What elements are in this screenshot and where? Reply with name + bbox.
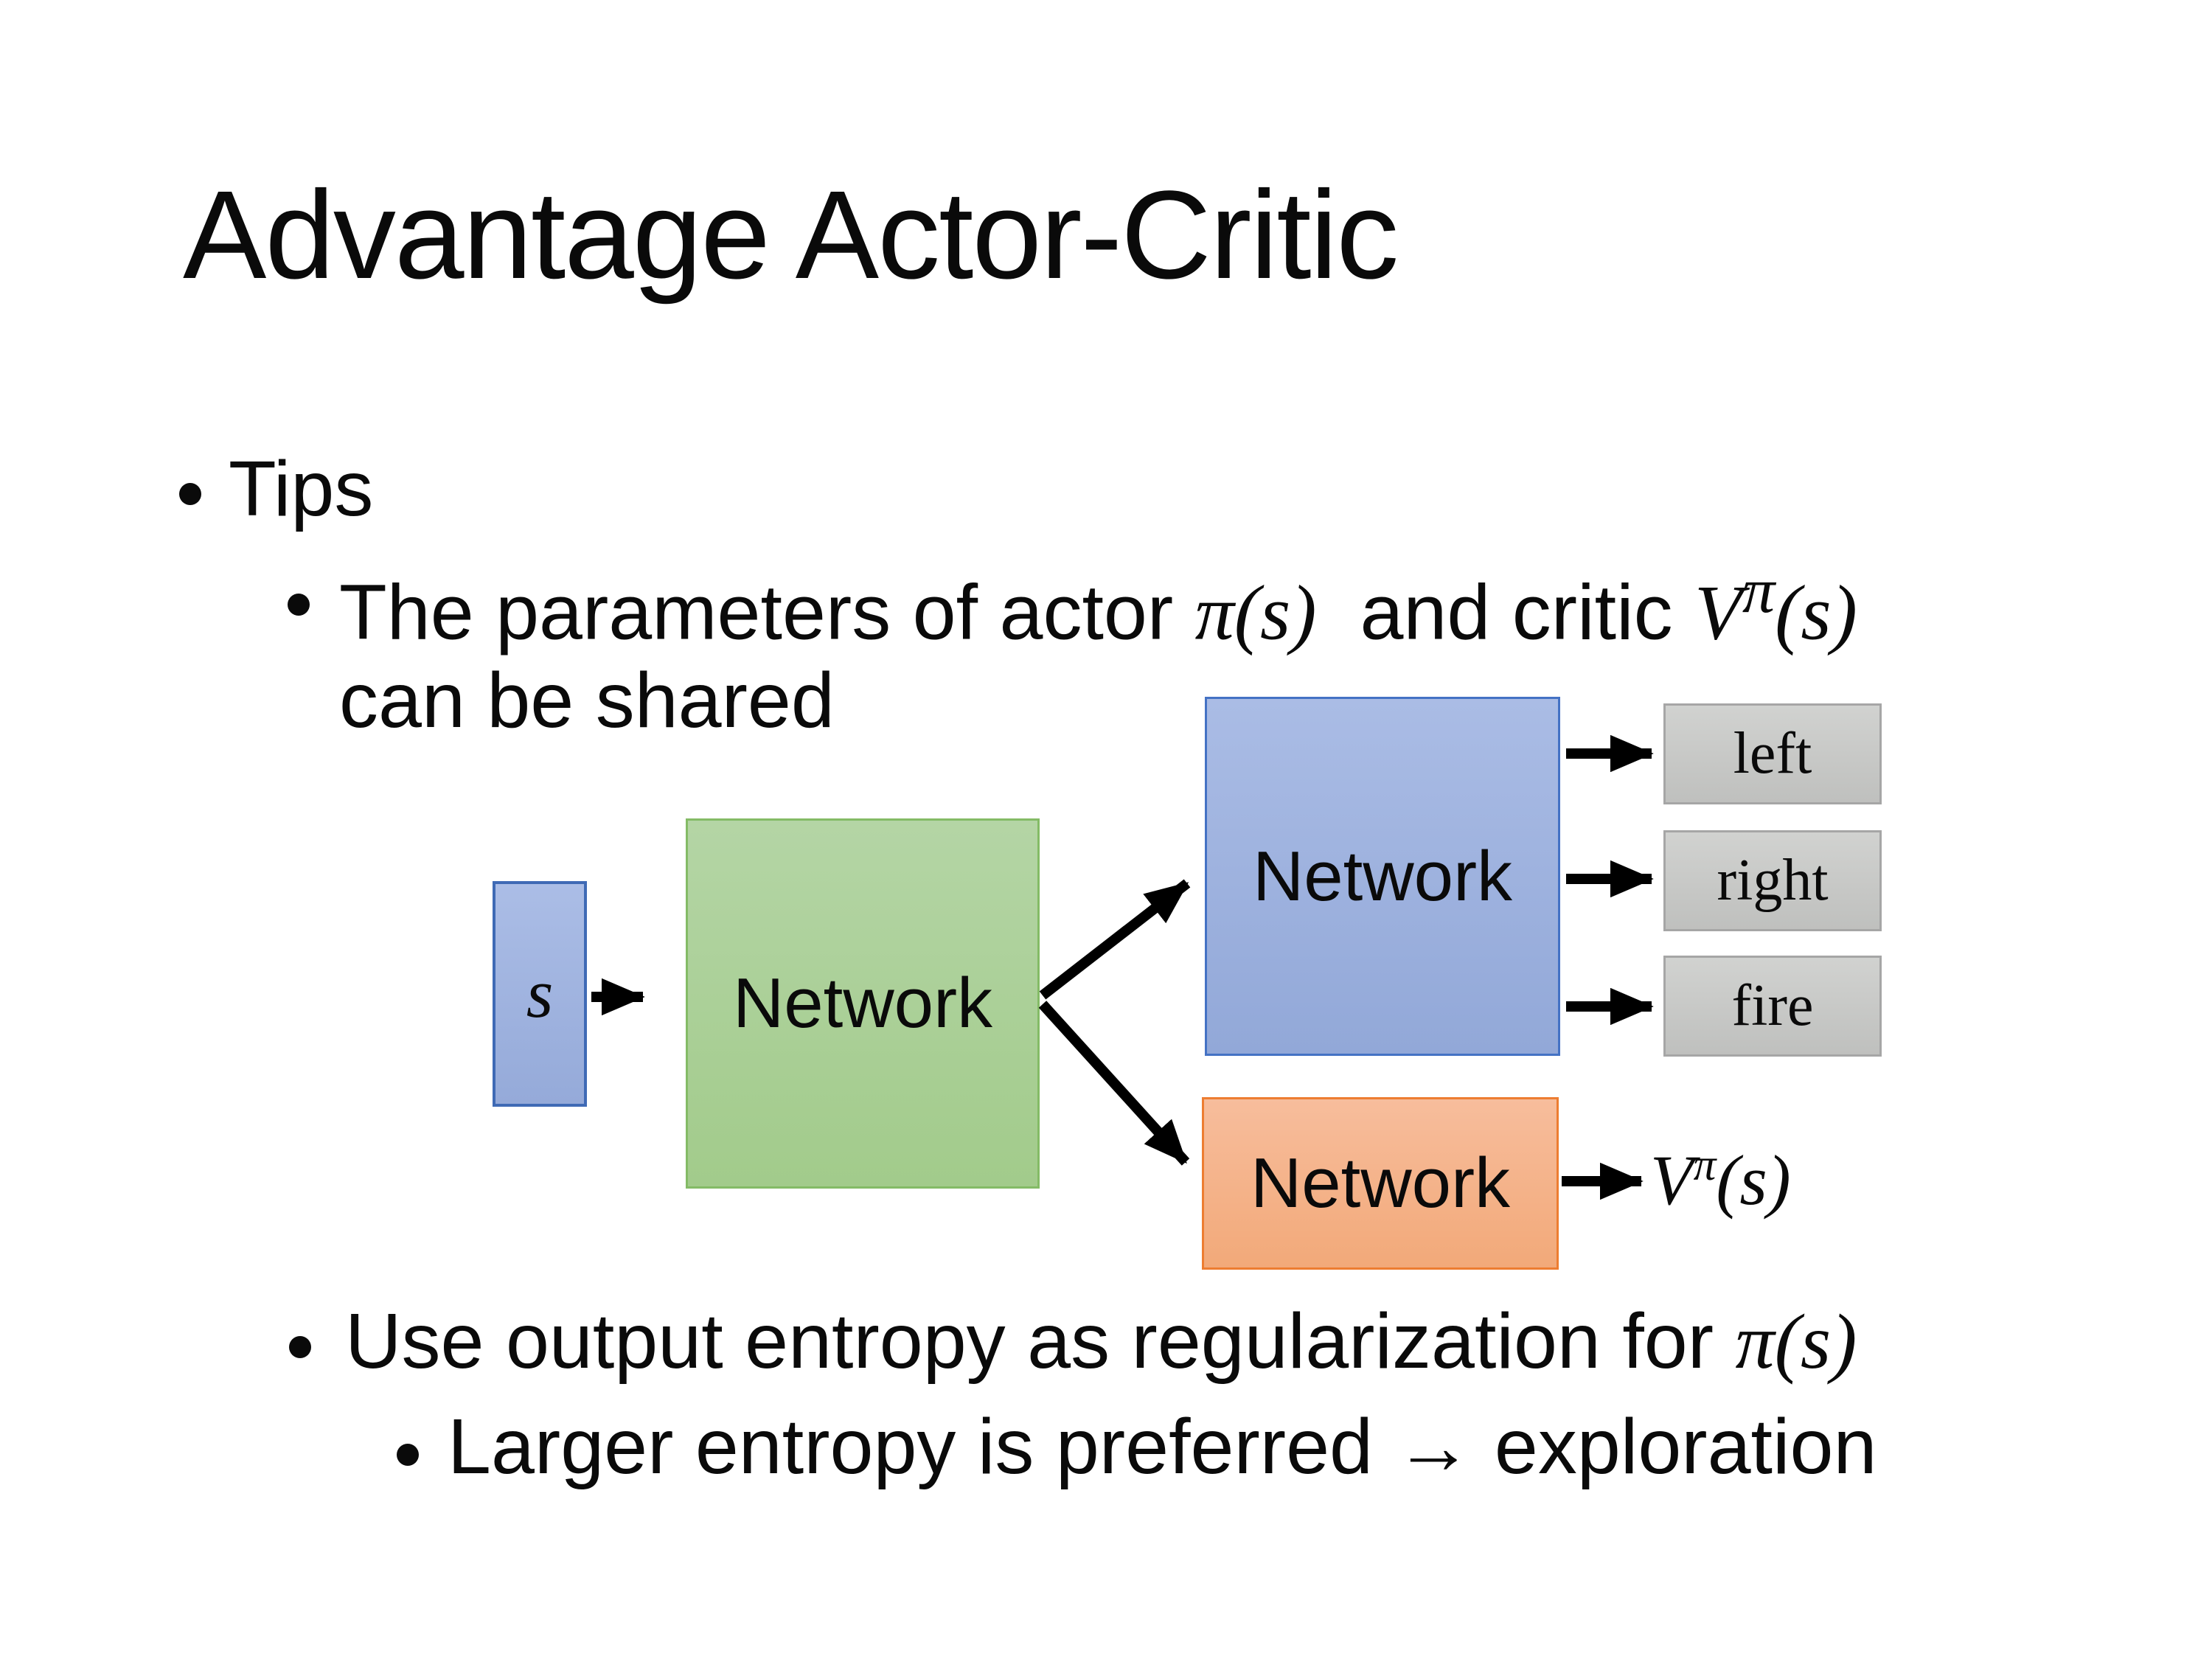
bullet-parameters-line2: can be shared bbox=[339, 657, 835, 745]
actor-network-label: Network bbox=[1252, 836, 1513, 916]
bullet-larger-entropy: Larger entropy is preferred → exploratio… bbox=[448, 1403, 1877, 1490]
bullet-icon bbox=[397, 1444, 419, 1466]
input-state-label: s bbox=[526, 956, 554, 1032]
critic-output-sup: π bbox=[1693, 1140, 1717, 1190]
shared-network-label: Network bbox=[732, 964, 993, 1043]
arrow-shared-to-actor bbox=[1039, 879, 1191, 1000]
arrow-shared-to-critic bbox=[1038, 1001, 1190, 1166]
critic-network-label: Network bbox=[1250, 1144, 1511, 1222]
bullet-entropy-text: Use output entropy as regularization for bbox=[345, 1298, 1736, 1385]
actor-network-box: Network bbox=[1205, 697, 1560, 1056]
bullet-parameters-text: The parameters of actor bbox=[339, 568, 1195, 656]
bullet-parameters-mid: and critic bbox=[1316, 568, 1695, 656]
critic-value-math-arg: (s) bbox=[1775, 569, 1857, 656]
shared-network-box: Network bbox=[686, 818, 1040, 1189]
action-box-right: right bbox=[1663, 830, 1882, 931]
critic-network-box: Network bbox=[1202, 1097, 1559, 1270]
action-label-right: right bbox=[1717, 848, 1829, 913]
bullet-tips: Tips bbox=[229, 445, 374, 532]
slide-title: Advantage Actor-Critic bbox=[183, 165, 1399, 305]
action-label-left: left bbox=[1733, 721, 1812, 786]
critic-value-math-sup: π bbox=[1742, 554, 1775, 627]
policy-math: π(s) bbox=[1735, 1298, 1857, 1385]
action-label-fire: fire bbox=[1731, 973, 1814, 1038]
action-box-left: left bbox=[1663, 703, 1882, 804]
action-box-fire: fire bbox=[1663, 956, 1882, 1057]
critic-output-base: V bbox=[1650, 1141, 1694, 1220]
bullet-icon bbox=[288, 594, 310, 616]
bullet-icon bbox=[289, 1336, 311, 1358]
critic-output-arg: (s) bbox=[1716, 1141, 1791, 1220]
actor-policy-math: π(s) bbox=[1194, 569, 1317, 656]
input-state-box: s bbox=[493, 881, 587, 1107]
bullet-entropy-regularization: Use output entropy as regularization for… bbox=[345, 1298, 1857, 1386]
bullet-parameters-shared: The parameters of actor π(s) and critic … bbox=[339, 554, 1857, 745]
critic-output-label: Vπ(s) bbox=[1650, 1139, 1791, 1221]
critic-value-math-base: V bbox=[1694, 569, 1742, 656]
bullet-icon bbox=[179, 483, 201, 505]
